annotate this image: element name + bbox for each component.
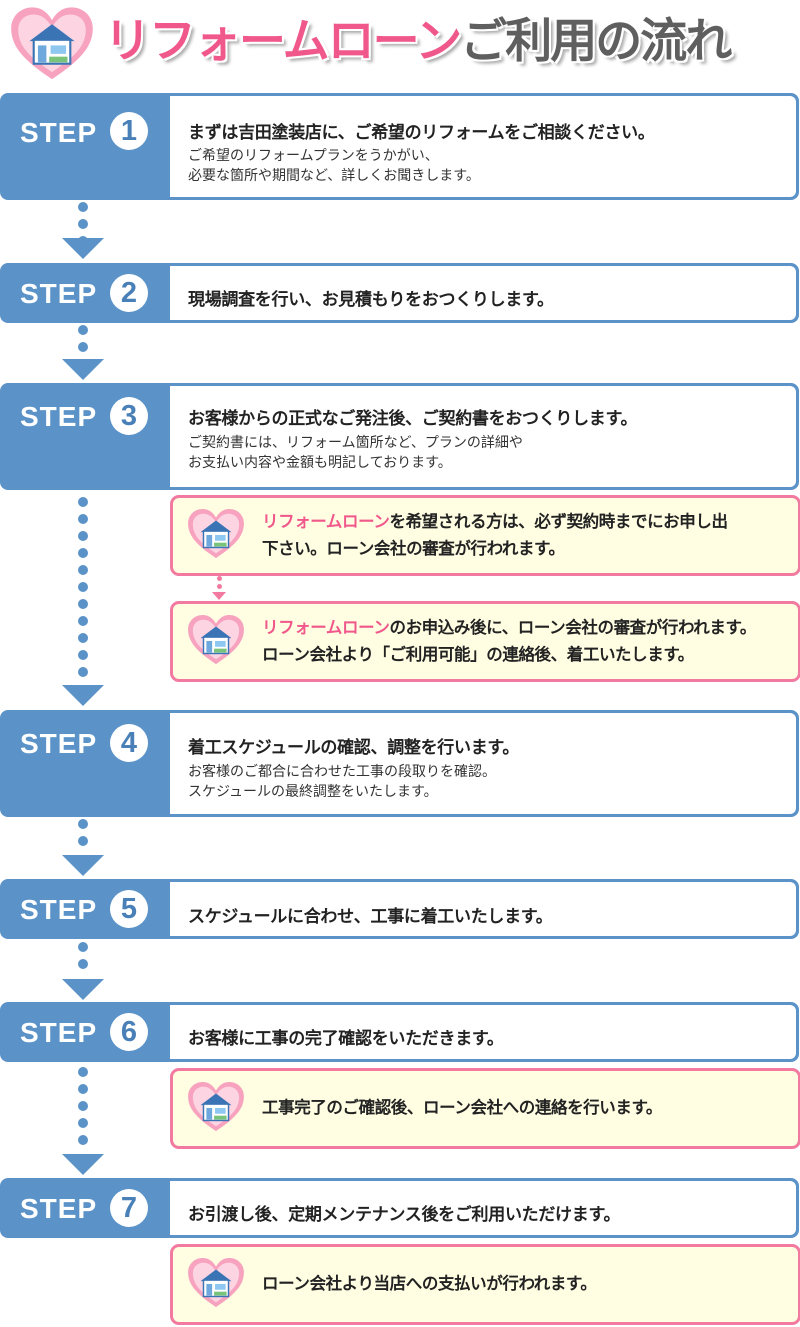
step-body: 現場調査を行い、お見積もりをおつくりします。 — [170, 266, 796, 320]
note-text: 工事完了のご確認後、ローン会社への連絡を行います。 — [262, 1098, 663, 1117]
note-connector — [212, 576, 226, 602]
step-number-badge: 6 — [110, 1013, 148, 1051]
down-arrow-icon — [212, 592, 226, 600]
step-body: まずは吉田塗装店に、ご希望のリフォームをご相談ください。 ご希望のリフォームプラ… — [170, 96, 796, 197]
step-number-badge: 4 — [110, 724, 148, 762]
flow-connector — [62, 497, 104, 707]
step-main-text: お客様に工事の完了確認をいただきます。 — [188, 1029, 504, 1049]
step-sub-text: ご希望のリフォームプランをうかがい、 — [188, 148, 439, 164]
step-number-badge: 2 — [110, 274, 148, 312]
step-body: お客様に工事の完了確認をいただきます。 — [170, 1005, 796, 1059]
note-text: ローン会社より当店への支払いが行われます。 — [262, 1274, 597, 1293]
note-text: リフォームローンを希望される方は、必ず契約時までにお申し出 下さい。ローン会社の… — [262, 512, 728, 558]
step-label: STEP — [20, 278, 98, 309]
note-highlight: リフォームローン — [262, 512, 390, 531]
note-highlight: リフォームローン — [262, 618, 390, 637]
page-title: リフォームローンご利用の流れ — [104, 6, 732, 78]
page-header: リフォームローンご利用の流れ — [0, 0, 800, 86]
flow-connector — [62, 942, 104, 1000]
step-3: STEP 3 お客様からの正式なご発注後、ご契約書をおつくりします。 ご契約書に… — [0, 383, 799, 490]
loan-note-1: リフォームローンを希望される方は、必ず契約時までにお申し出 下さい。ローン会社の… — [170, 495, 800, 576]
step-label: STEP — [20, 117, 98, 148]
step-body: お引渡し後、定期メンテナンス後をご利用いただけます。 — [170, 1181, 796, 1235]
step-number-badge: 7 — [110, 1189, 148, 1227]
down-arrow-icon — [62, 979, 104, 1000]
step-6: STEP 6 お客様に工事の完了確認をいただきます。 — [0, 1002, 799, 1062]
loan-note-2: リフォームローンのお申込み後に、ローン会社の審査が行われます。 ローン会社より「… — [170, 601, 800, 682]
step-number-badge: 5 — [110, 890, 148, 928]
note-text: リフォームローンのお申込み後に、ローン会社の審査が行われます。 ローン会社より「… — [262, 618, 756, 664]
flow-connector — [62, 819, 104, 877]
down-arrow-icon — [62, 359, 104, 380]
down-arrow-icon — [62, 1154, 104, 1175]
step-sub-text: スケジュールの最終調整をいたします。 — [188, 784, 438, 800]
step-2: STEP 2 現場調査を行い、お見積もりをおつくりします。 — [0, 263, 799, 323]
step-main-text: スケジュールに合わせ、工事に着工いたします。 — [188, 907, 553, 927]
heart-house-icon — [187, 1081, 245, 1133]
loan-note-3: 工事完了のご確認後、ローン会社への連絡を行います。 — [170, 1068, 800, 1149]
down-arrow-icon — [62, 238, 104, 259]
flow-connector — [62, 325, 104, 383]
flow-connector — [62, 202, 104, 260]
step-main-text: お引渡し後、定期メンテナンス後をご利用いただけます。 — [188, 1205, 621, 1225]
step-main-text: 着工スケジュールの確認、調整を行います。 — [188, 738, 520, 758]
heart-house-icon — [187, 508, 245, 560]
heart-house-icon — [187, 1257, 245, 1309]
step-sub-text: お支払い内容や金額も明記しております。 — [188, 455, 452, 471]
loan-note-4: ローン会社より当店への支払いが行われます。 — [170, 1244, 800, 1325]
heart-house-icon — [8, 6, 96, 82]
step-number-badge: 1 — [110, 112, 148, 150]
step-7: STEP 7 お引渡し後、定期メンテナンス後をご利用いただけます。 — [0, 1178, 799, 1238]
step-4: STEP 4 着工スケジュールの確認、調整を行います。 お客様のご都合に合わせた… — [0, 710, 799, 817]
step-label: STEP — [20, 728, 98, 759]
step-sub-text: ご契約書には、リフォーム箇所など、プランの詳細や — [188, 435, 523, 451]
step-label: STEP — [20, 1193, 98, 1224]
step-label: STEP — [20, 401, 98, 432]
title-highlight: リフォームローン — [104, 14, 462, 69]
step-body: スケジュールに合わせ、工事に着工いたします。 — [170, 882, 796, 936]
step-body: お客様からの正式なご発注後、ご契約書をおつくりします。 ご契約書には、リフォーム… — [170, 386, 796, 487]
step-label: STEP — [20, 894, 98, 925]
step-number-badge: 3 — [110, 397, 148, 435]
step-sub-text: お客様のご都合に合わせた工事の段取りを確認。 — [188, 764, 496, 780]
step-5: STEP 5 スケジュールに合わせ、工事に着工いたします。 — [0, 879, 799, 939]
step-main-text: 現場調査を行い、お見積もりをおつくりします。 — [188, 290, 554, 310]
heart-house-icon — [187, 614, 245, 666]
down-arrow-icon — [62, 855, 104, 876]
step-main-text: まずは吉田塗装店に、ご希望のリフォームをご相談ください。 — [188, 123, 655, 143]
step-label: STEP — [20, 1017, 98, 1048]
step-main-text: お客様からの正式なご発注後、ご契約書をおつくりします。 — [188, 409, 638, 429]
title-rest: ご利用の流れ — [460, 14, 732, 69]
down-arrow-icon — [62, 685, 104, 706]
step-1: STEP 1 まずは吉田塗装店に、ご希望のリフォームをご相談ください。 ご希望の… — [0, 93, 799, 200]
flow-connector — [62, 1067, 104, 1175]
step-body: 着工スケジュールの確認、調整を行います。 お客様のご都合に合わせた工事の段取りを… — [170, 713, 796, 814]
step-sub-text: 必要な箇所や期間など、詳しくお聞きします。 — [188, 168, 480, 184]
